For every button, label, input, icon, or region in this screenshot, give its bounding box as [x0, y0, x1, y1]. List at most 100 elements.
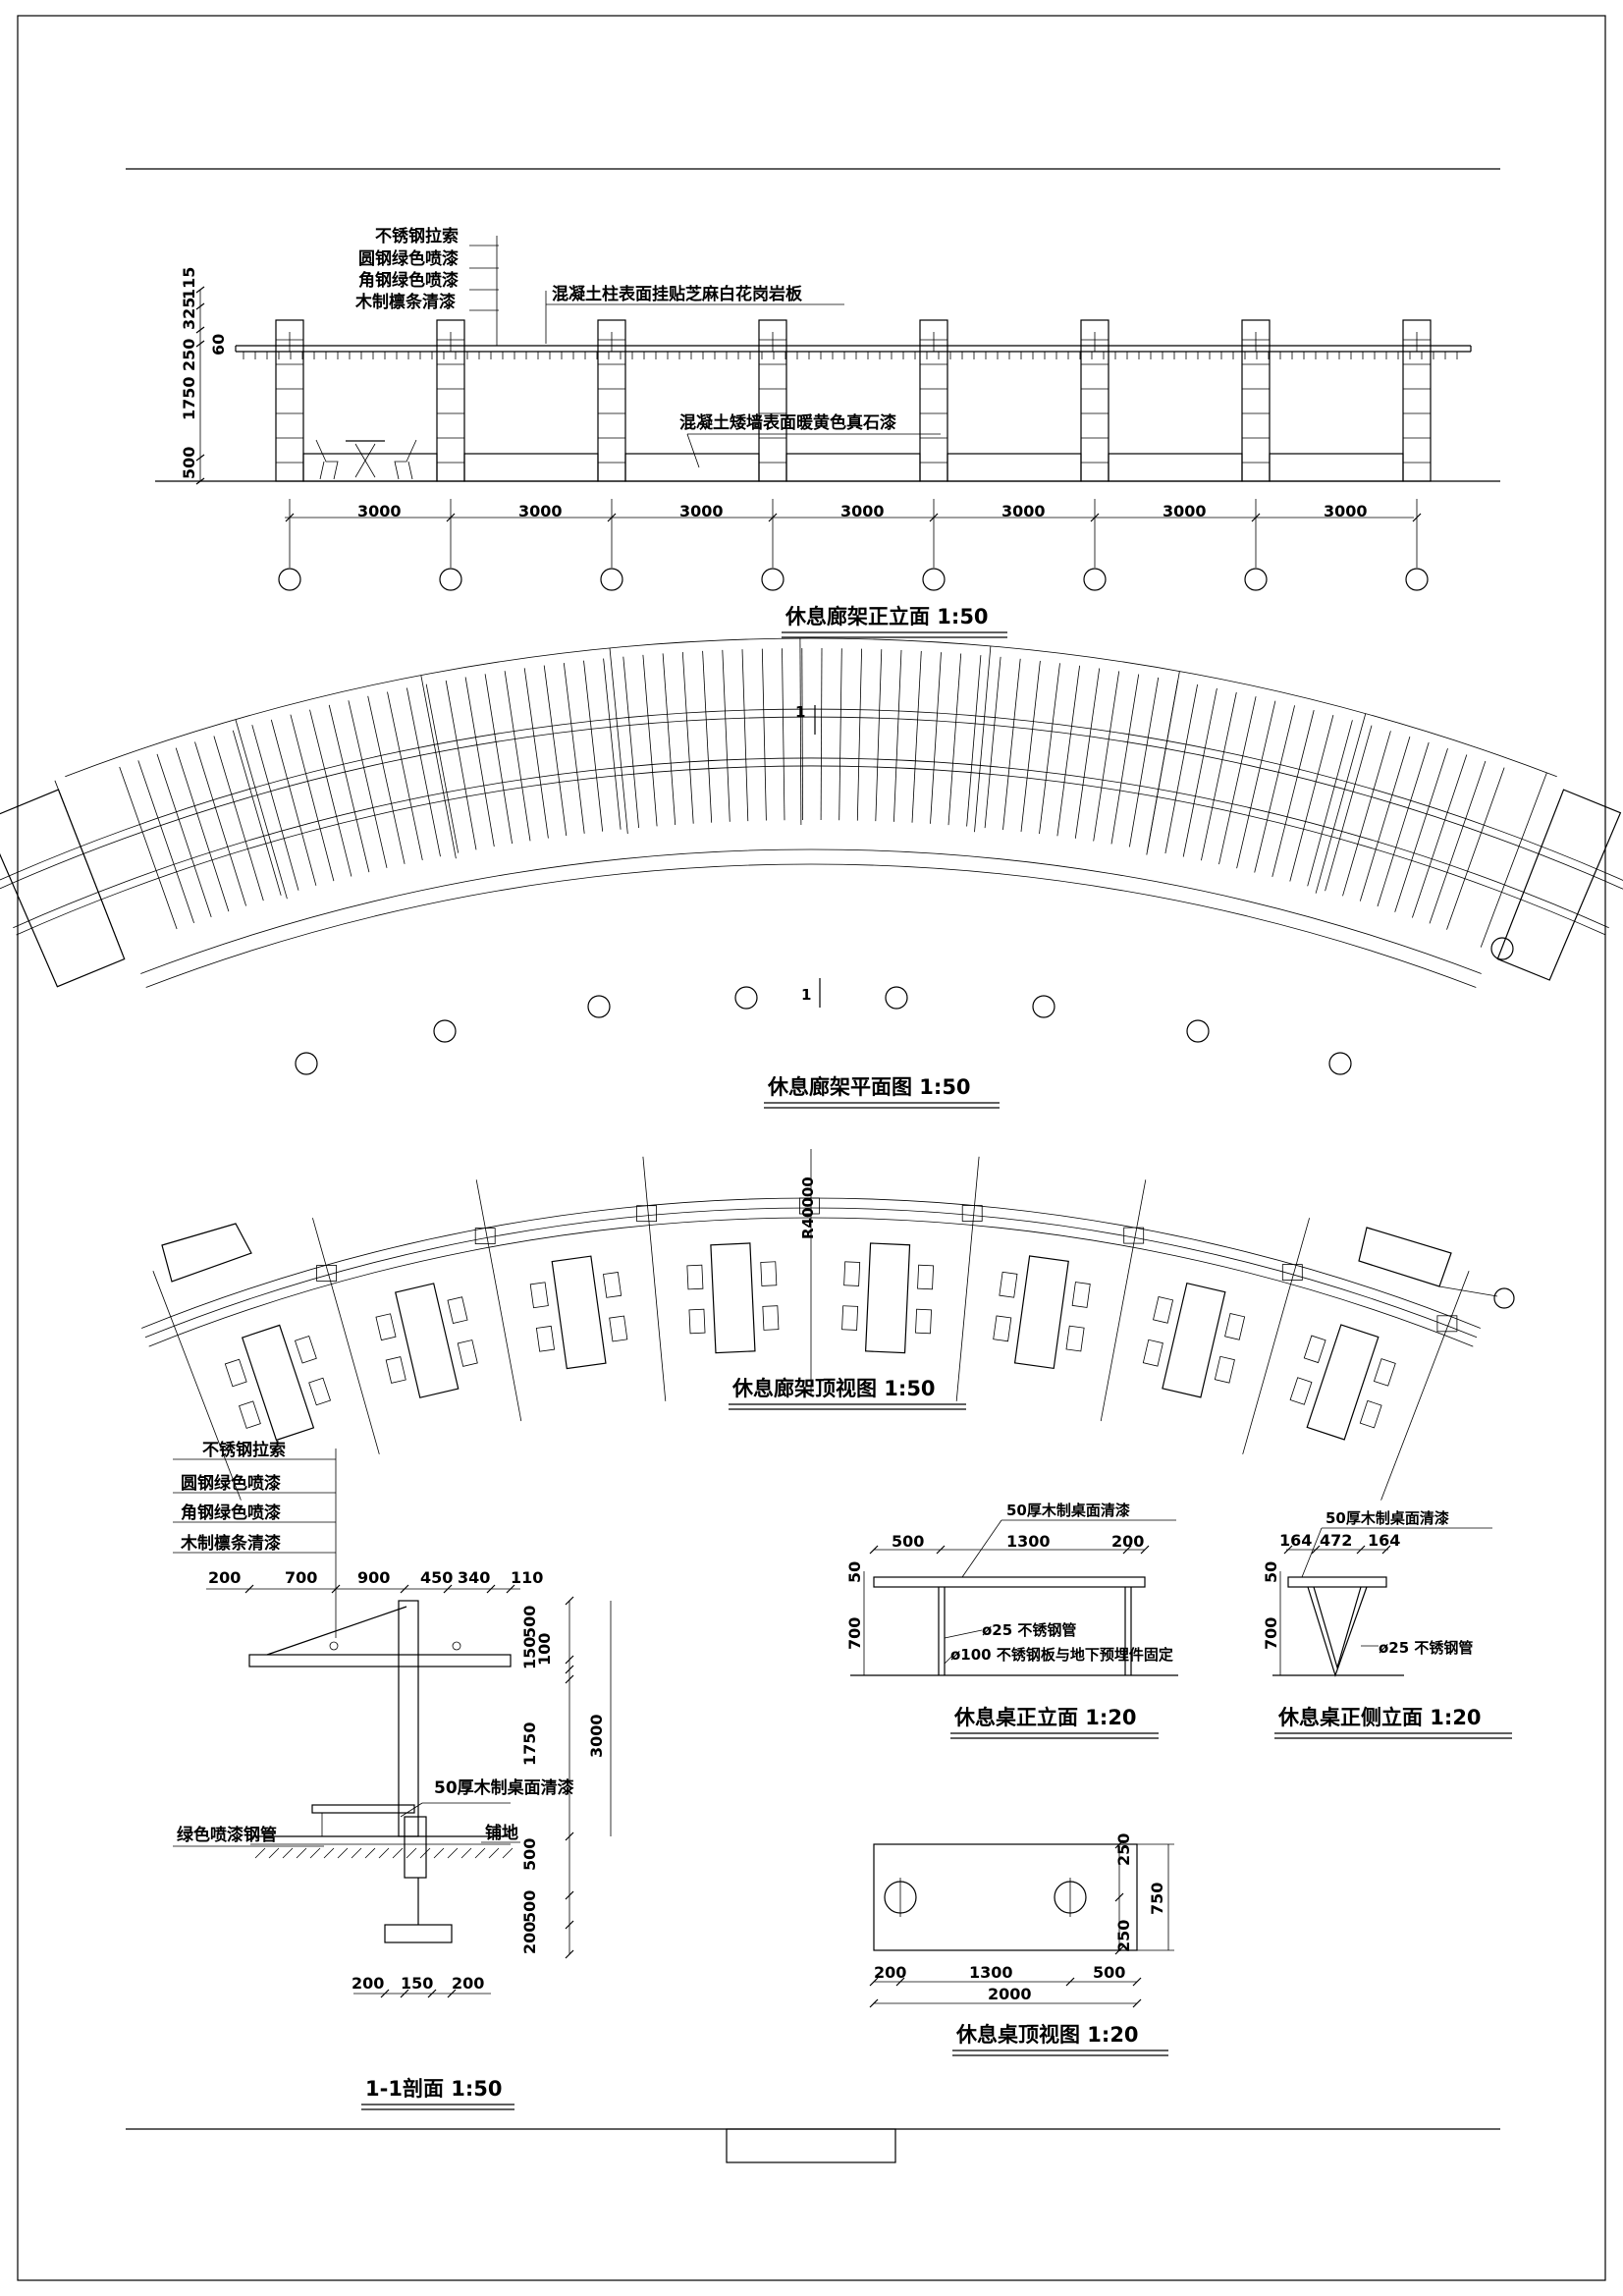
ts-top-note: 50厚木制桌面清漆 [1325, 1509, 1449, 1527]
dim-tick [195, 286, 205, 294]
tf-hdim-50: 50 [845, 1561, 864, 1583]
roof-inner-edge [140, 848, 1482, 974]
chair-plan [609, 1315, 628, 1342]
purlin [251, 725, 299, 891]
purlin [406, 687, 441, 857]
elev-vdim-60: 60 [209, 334, 228, 355]
soil-hatch [351, 1847, 362, 1859]
elev-vdim-325: 325 [180, 298, 198, 330]
dim-tick [244, 1584, 254, 1594]
dim-tick [565, 1920, 574, 1930]
sec-rdim-1750: 1750 [520, 1722, 539, 1766]
dim-tick [195, 326, 205, 334]
soil-hatch [488, 1847, 500, 1859]
tf-top-note: 50厚木制桌面清漆 [1006, 1502, 1130, 1519]
column-cap [1281, 1264, 1303, 1281]
dim-tick [1114, 1945, 1124, 1955]
section-1-1: 不锈钢拉索 圆钢绿色喷漆 角钢绿色喷漆 木制檩条清漆 200 700 900 4… [173, 1440, 612, 2110]
concrete-column [597, 319, 626, 482]
table-top-view: 200 1300 500 2000 250 750 250 休息桌顶视图 1:2… [869, 1833, 1174, 2056]
dim-tick [869, 1977, 879, 1987]
bay-divider [152, 1271, 242, 1501]
purlin [1182, 687, 1217, 857]
purlin [583, 660, 604, 832]
soil-hatch [337, 1847, 349, 1859]
dim-tick [400, 1989, 409, 1998]
dim-tick [895, 1977, 905, 1987]
grid-bubble [1083, 568, 1107, 591]
tt-rdim-250b: 250 [1114, 1920, 1133, 1952]
tf-pipe-note: ø25 不锈钢管 [982, 1621, 1076, 1639]
soil-hatch [433, 1847, 445, 1859]
elev-wall-note: 混凝土矮墙表面暖黄色真石漆 [679, 412, 896, 433]
chair-plan [686, 1264, 704, 1290]
beam-line [0, 716, 1623, 890]
sec-topdim-700: 700 [285, 1568, 317, 1587]
purlin [1074, 668, 1101, 839]
ts-title: 休息桌正侧立面 1:20 [1277, 1706, 1482, 1729]
chair-plan [603, 1272, 622, 1298]
dim-tick [565, 1674, 574, 1684]
chair-plan [841, 1305, 859, 1331]
column-cap [1436, 1315, 1458, 1333]
sec-pipe-note: 绿色喷漆钢管 [177, 1825, 277, 1845]
ts-dim-472: 472 [1320, 1531, 1352, 1550]
table-set [1142, 1282, 1246, 1398]
purlin [893, 649, 902, 822]
sec-note-4: 木制檩条清漆 [180, 1533, 281, 1554]
chair-plan [1142, 1339, 1163, 1367]
column-cap [474, 1228, 496, 1244]
main-column [398, 1600, 419, 1837]
grid-bubble [1328, 1052, 1352, 1075]
column-footing-sleeve [404, 1816, 427, 1879]
column-panel-line [235, 719, 288, 900]
grid-bubble [1493, 1287, 1515, 1309]
purlin [1342, 731, 1391, 897]
purlin [1110, 674, 1140, 845]
tt-rdim-750: 750 [1148, 1883, 1166, 1915]
table-side-elevation: 50厚木制桌面清漆 164 472 164 50 700 ø25 不锈钢管 休息… [1262, 1509, 1512, 1739]
dim-tick [195, 302, 205, 310]
top-end-box [1358, 1227, 1452, 1287]
section-table-top [311, 1804, 415, 1814]
sec-topdim-340: 340 [458, 1568, 490, 1587]
bay-divider [312, 1218, 380, 1454]
sec-paving-note: 铺地 [485, 1823, 518, 1843]
low-wall [1269, 453, 1404, 482]
table-set [1289, 1324, 1396, 1441]
purlin [523, 668, 549, 839]
purlin [1002, 658, 1021, 830]
dim-tick [768, 513, 778, 522]
chair-plan [1373, 1358, 1396, 1387]
dim-tick [447, 1989, 457, 1998]
sec-note-3: 角钢绿色喷漆 [181, 1503, 281, 1523]
purlin [328, 704, 370, 873]
grid-bubble [1244, 568, 1268, 591]
elev-chair [394, 439, 417, 480]
column-panel-line [420, 675, 457, 859]
concrete-column [919, 319, 948, 482]
sec-bdim-200a: 200 [352, 1974, 384, 1993]
tt-table-outline [873, 1843, 1138, 1951]
low-wall [947, 453, 1082, 482]
grid-bubble [278, 568, 301, 591]
sec-rdim-500a: 500 [520, 1838, 539, 1871]
soil-hatch [419, 1847, 431, 1859]
sec-topdim-900: 900 [357, 1568, 390, 1587]
purlin [1307, 720, 1353, 887]
dim-tick [869, 1998, 879, 2008]
ts-pipe-note: ø25 不锈钢管 [1379, 1639, 1473, 1657]
purlin [367, 695, 406, 864]
elev-vdim-500: 500 [180, 447, 198, 479]
round-steel [452, 1641, 461, 1651]
dim-tick [1251, 513, 1261, 522]
dim-tick [486, 1584, 496, 1594]
dim-tick [195, 340, 205, 348]
dim-tick [1114, 1839, 1124, 1849]
leader [944, 1629, 983, 1639]
dim-tick [285, 513, 295, 522]
ts-table-top [1287, 1576, 1387, 1588]
tf-dim-500: 500 [892, 1532, 924, 1551]
purlin [119, 766, 178, 930]
dim-tick [400, 1584, 409, 1594]
